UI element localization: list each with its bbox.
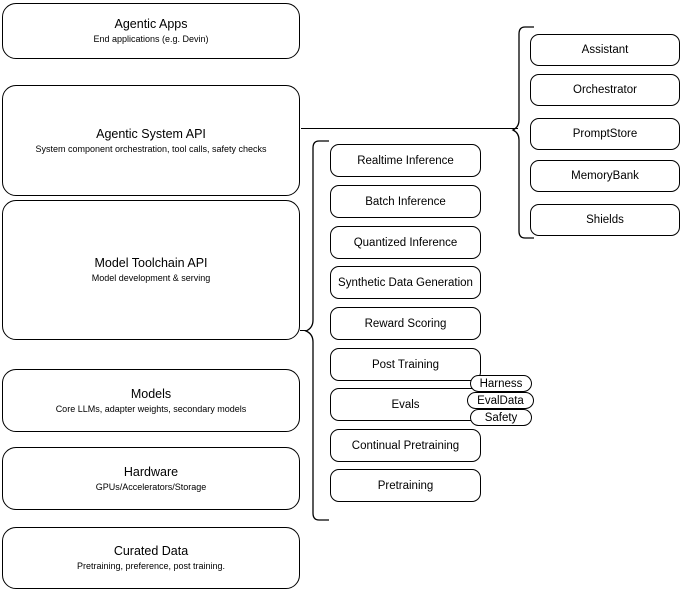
eval-tag-evaldata[interactable]: EvalData <box>467 392 534 409</box>
layer-subtitle: End applications (e.g. Devin) <box>93 34 209 44</box>
layer-subtitle: System component orchestration, tool cal… <box>35 143 267 154</box>
layer-title: Curated Data <box>113 544 189 558</box>
layer-box-model-toolchain-api[interactable]: Model Toolchain API Model development & … <box>2 200 300 340</box>
toolchain-box-quantized-inference[interactable]: Quantized Inference <box>330 226 481 259</box>
layer-subtitle: Model development & serving <box>91 273 211 283</box>
toolchain-box-reward-scoring[interactable]: Reward Scoring <box>330 307 481 340</box>
layer-title: Agentic Apps <box>114 17 188 31</box>
layer-box-agentic-apps[interactable]: Agentic Apps End applications (e.g. Devi… <box>2 3 300 59</box>
toolchain-box-continual-pretraining[interactable]: Continual Pretraining <box>330 429 481 462</box>
eval-tag-safety[interactable]: Safety <box>470 409 532 426</box>
system-component-box-assistant[interactable]: Assistant <box>530 34 680 66</box>
connector-toolchain-bracket-stem <box>300 330 306 331</box>
layer-subtitle: Core LLMs, adapter weights, secondary mo… <box>55 403 247 414</box>
toolchain-box-synthetic-data-generation[interactable]: Synthetic Data Generation <box>330 266 481 299</box>
connector-system-api-to-components <box>301 128 518 129</box>
layer-title: Model Toolchain API <box>94 256 208 270</box>
layer-subtitle: Pretraining, preference, post training. <box>76 561 226 571</box>
toolchain-box-post-training[interactable]: Post Training <box>330 348 481 381</box>
layer-title: Agentic System API <box>96 126 206 141</box>
bracket-system-components <box>511 26 534 239</box>
layer-title: Hardware <box>123 464 179 479</box>
layer-box-models[interactable]: Models Core LLMs, adapter weights, secon… <box>2 369 300 432</box>
layer-box-curated-data[interactable]: Curated Data Pretraining, preference, po… <box>2 527 300 589</box>
layer-subtitle: GPUs/Accelerators/Storage <box>95 481 207 492</box>
toolchain-box-pretraining[interactable]: Pretraining <box>330 469 481 502</box>
bracket-toolchain <box>304 140 329 521</box>
system-component-box-shields[interactable]: Shields <box>530 204 680 236</box>
toolchain-box-batch-inference[interactable]: Batch Inference <box>330 185 481 218</box>
eval-tag-harness[interactable]: Harness <box>470 375 532 392</box>
system-component-box-promptstore[interactable]: PromptStore <box>530 118 680 150</box>
toolchain-box-realtime-inference[interactable]: Realtime Inference <box>330 144 481 177</box>
layer-box-agentic-system-api[interactable]: Agentic System API System component orch… <box>2 85 300 196</box>
toolchain-box-evals[interactable]: Evals <box>330 388 481 421</box>
system-component-box-orchestrator[interactable]: Orchestrator <box>530 74 680 106</box>
layer-title: Models <box>130 386 172 401</box>
system-component-box-memorybank[interactable]: MemoryBank <box>530 160 680 192</box>
layer-box-hardware[interactable]: Hardware GPUs/Accelerators/Storage <box>2 447 300 510</box>
